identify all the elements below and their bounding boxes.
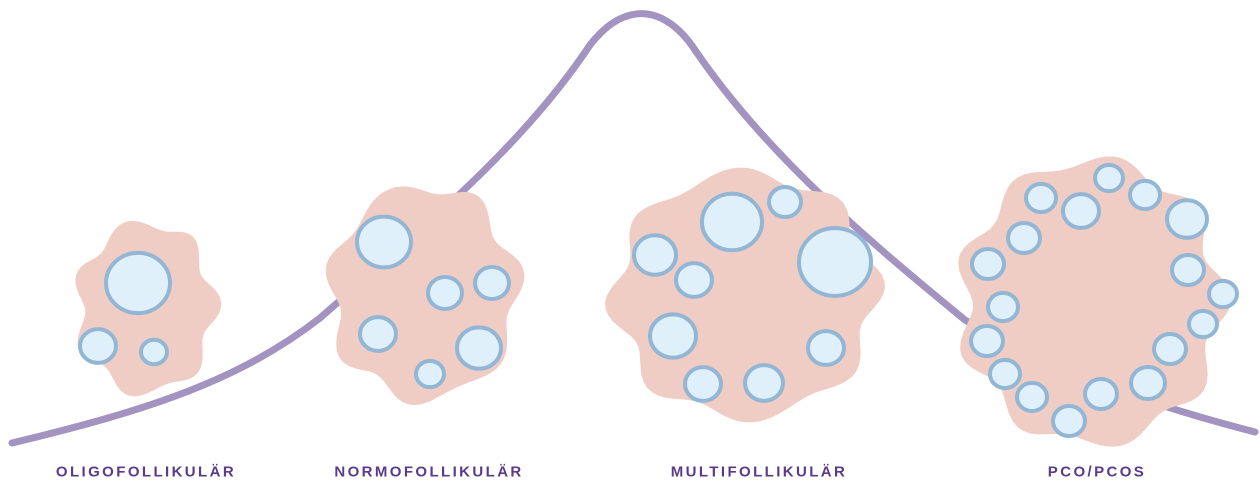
ovary-pco xyxy=(958,156,1237,446)
follicle xyxy=(1085,379,1117,409)
follicle xyxy=(676,263,712,297)
follicle xyxy=(1017,383,1047,411)
follicle xyxy=(1189,311,1217,337)
follicle xyxy=(357,217,411,268)
follicle xyxy=(799,228,871,296)
follicle xyxy=(1154,334,1186,364)
follicle xyxy=(971,326,1003,356)
follicle xyxy=(1095,165,1123,191)
follicle xyxy=(634,235,676,274)
follicle xyxy=(80,329,116,363)
follicle xyxy=(1008,223,1040,253)
follicle xyxy=(1130,181,1160,209)
label-pco-pcos: PCO/PCOS xyxy=(1048,464,1146,481)
follicle xyxy=(141,340,167,364)
follicle xyxy=(769,187,801,217)
follicle xyxy=(457,327,501,368)
follicle xyxy=(1172,255,1204,285)
ovary-oligo xyxy=(75,221,221,396)
follicle xyxy=(685,367,721,401)
follicle xyxy=(702,194,762,250)
label-normofollikular: NORMOFOLLIKULÄR xyxy=(334,464,523,481)
ovary-normo xyxy=(326,186,525,405)
label-oligofollikular: OLIGOFOLLIKULÄR xyxy=(56,464,236,481)
follicle xyxy=(416,361,444,387)
follicle xyxy=(650,314,696,357)
follicle xyxy=(106,253,170,313)
follicle xyxy=(360,317,396,351)
follicle xyxy=(1167,200,1207,238)
follicle xyxy=(990,360,1020,388)
label-multifollikular: MULTIFOLLIKULÄR xyxy=(671,464,848,481)
follicle xyxy=(1053,406,1085,436)
follicle xyxy=(475,267,509,299)
ovary-multi xyxy=(605,168,885,423)
follicle xyxy=(1026,184,1056,212)
follicle xyxy=(972,249,1004,279)
follicle xyxy=(1063,194,1099,228)
follicle xyxy=(1131,367,1165,399)
follicle xyxy=(428,277,462,309)
follicle xyxy=(808,331,844,365)
follicle xyxy=(745,365,783,401)
follicle xyxy=(988,293,1018,321)
follicle xyxy=(1209,281,1237,307)
